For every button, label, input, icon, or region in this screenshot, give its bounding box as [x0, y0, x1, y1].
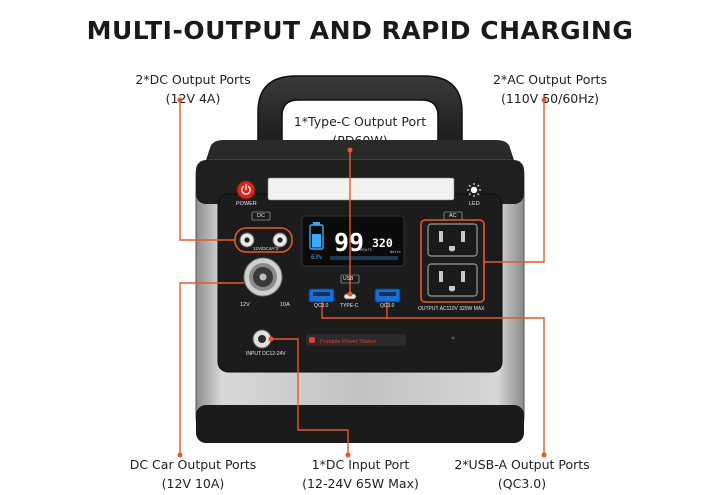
callout-ac-output-ports: 2*AC Output Ports (110V 50/60Hz): [460, 70, 640, 108]
line-car: [179, 282, 244, 455]
typec-label: TYPE-C: [340, 303, 359, 309]
callout-ac-line1: 2*AC Output Ports: [493, 72, 607, 87]
callout-dcin-line1: 1*DC Input Port: [311, 457, 410, 472]
led-light-strip: [267, 177, 455, 201]
led-label: LED: [469, 201, 480, 207]
brand-strip-text: Portable Power Station: [320, 339, 376, 345]
callout-ac-line2: (110V 50/60Hz): [500, 91, 600, 106]
line-dcin: [271, 338, 349, 455]
lcd-watts-unit: Watts: [390, 250, 401, 254]
brand-logo: [309, 337, 315, 343]
callout-usba-line1: 2*USB-A Output Ports: [454, 457, 590, 472]
lcd-percent: 63%: [311, 254, 322, 261]
ac-output-label: OUTPUT AC110V 320W MAX: [418, 306, 485, 312]
highlight-ac-outlets: [420, 219, 485, 303]
ac-tag-label: AC: [449, 213, 457, 219]
bottom-band: [196, 405, 524, 443]
lcd-hours-value: 99: [334, 228, 364, 257]
callout-usba-line2: (QC3.0): [497, 476, 547, 491]
line-usba: [321, 302, 545, 455]
lcd-watts-value: 320: [372, 236, 393, 250]
callout-car-line1: DC Car Output Ports: [129, 457, 257, 472]
car-left-label: 12V: [240, 302, 250, 308]
power-label: POWER: [236, 201, 257, 207]
lcd-display: [301, 215, 405, 267]
callout-dc-line1: 2*DC Output Ports: [135, 72, 251, 87]
line-dc-output: [179, 100, 235, 241]
power-icon: [241, 185, 251, 195]
car-right-label: 10A: [280, 302, 290, 308]
usb-a-right-label: QC3.0: [380, 303, 395, 309]
callout-usba-output-ports: 2*USB-A Output Ports (QC3.0): [432, 455, 612, 493]
led-sun-icon: [467, 183, 481, 197]
input-label: INPUT DC12-24V: [246, 351, 286, 357]
usb-a-left-label: QC3.0: [314, 303, 329, 309]
line-ac-output: [484, 100, 545, 263]
dc-tag-label: DC: [257, 213, 265, 219]
dc-tag: [251, 211, 271, 221]
callout-dcin-line2: (12-24V 65W Max): [302, 476, 419, 491]
usb-tag-label: USB: [343, 276, 354, 282]
dc-port-rating: 12V/DC4A*2: [253, 246, 279, 251]
brand-strip-bg: [306, 334, 406, 346]
callout-typec-line1: 1*Type-C Output Port: [293, 114, 427, 129]
callout-dc-input-port: 1*DC Input Port (12-24V 65W Max): [278, 455, 443, 493]
callout-dc-car-output: DC Car Output Ports (12V 10A): [108, 455, 278, 493]
callout-car-line2: (12V 10A): [161, 476, 225, 491]
page-title: MULTI-OUTPUT AND RAPID CHARGING: [86, 16, 634, 45]
lcd-hours-unit: Hours: [360, 247, 373, 252]
